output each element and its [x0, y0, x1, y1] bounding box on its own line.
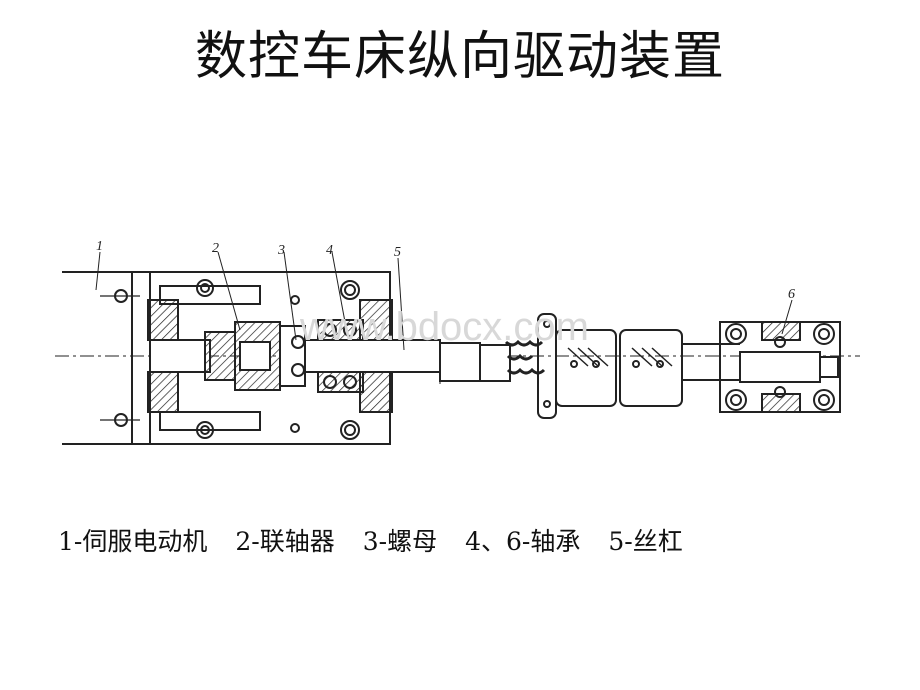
legend-item-servo-motor: 1-伺服电动机: [58, 527, 208, 556]
callout-5: 5: [394, 245, 401, 260]
legend-item-coupling: 2-联轴器: [235, 527, 335, 556]
legend-item-lead-screw: 5-丝杠: [608, 527, 683, 556]
lead-screw-shaft: [304, 339, 511, 384]
legend: 1-伺服电动机 2-联轴器 3-螺母 4、6-轴承 5-丝杠: [58, 522, 878, 558]
callout-4: 4: [326, 243, 333, 258]
servo-motor: [62, 271, 150, 445]
ball-nut: [537, 313, 683, 419]
callout-1: 1: [96, 239, 103, 254]
callout-2: 2: [212, 241, 219, 256]
leader-lines: [95, 251, 793, 351]
coupling-internal: [149, 321, 306, 391]
legend-item-nut: 3-螺母: [362, 527, 438, 556]
bearing-6: [719, 321, 841, 413]
callout-6: 6: [788, 287, 795, 302]
bearing-4: [317, 319, 364, 393]
watermark-text: www.bdocx.com: [299, 305, 589, 349]
page-title: 数控车床纵向驱动装置: [194, 27, 725, 87]
callout-3: 3: [277, 243, 285, 258]
legend-item-bearings: 4、6-轴承: [465, 527, 581, 556]
